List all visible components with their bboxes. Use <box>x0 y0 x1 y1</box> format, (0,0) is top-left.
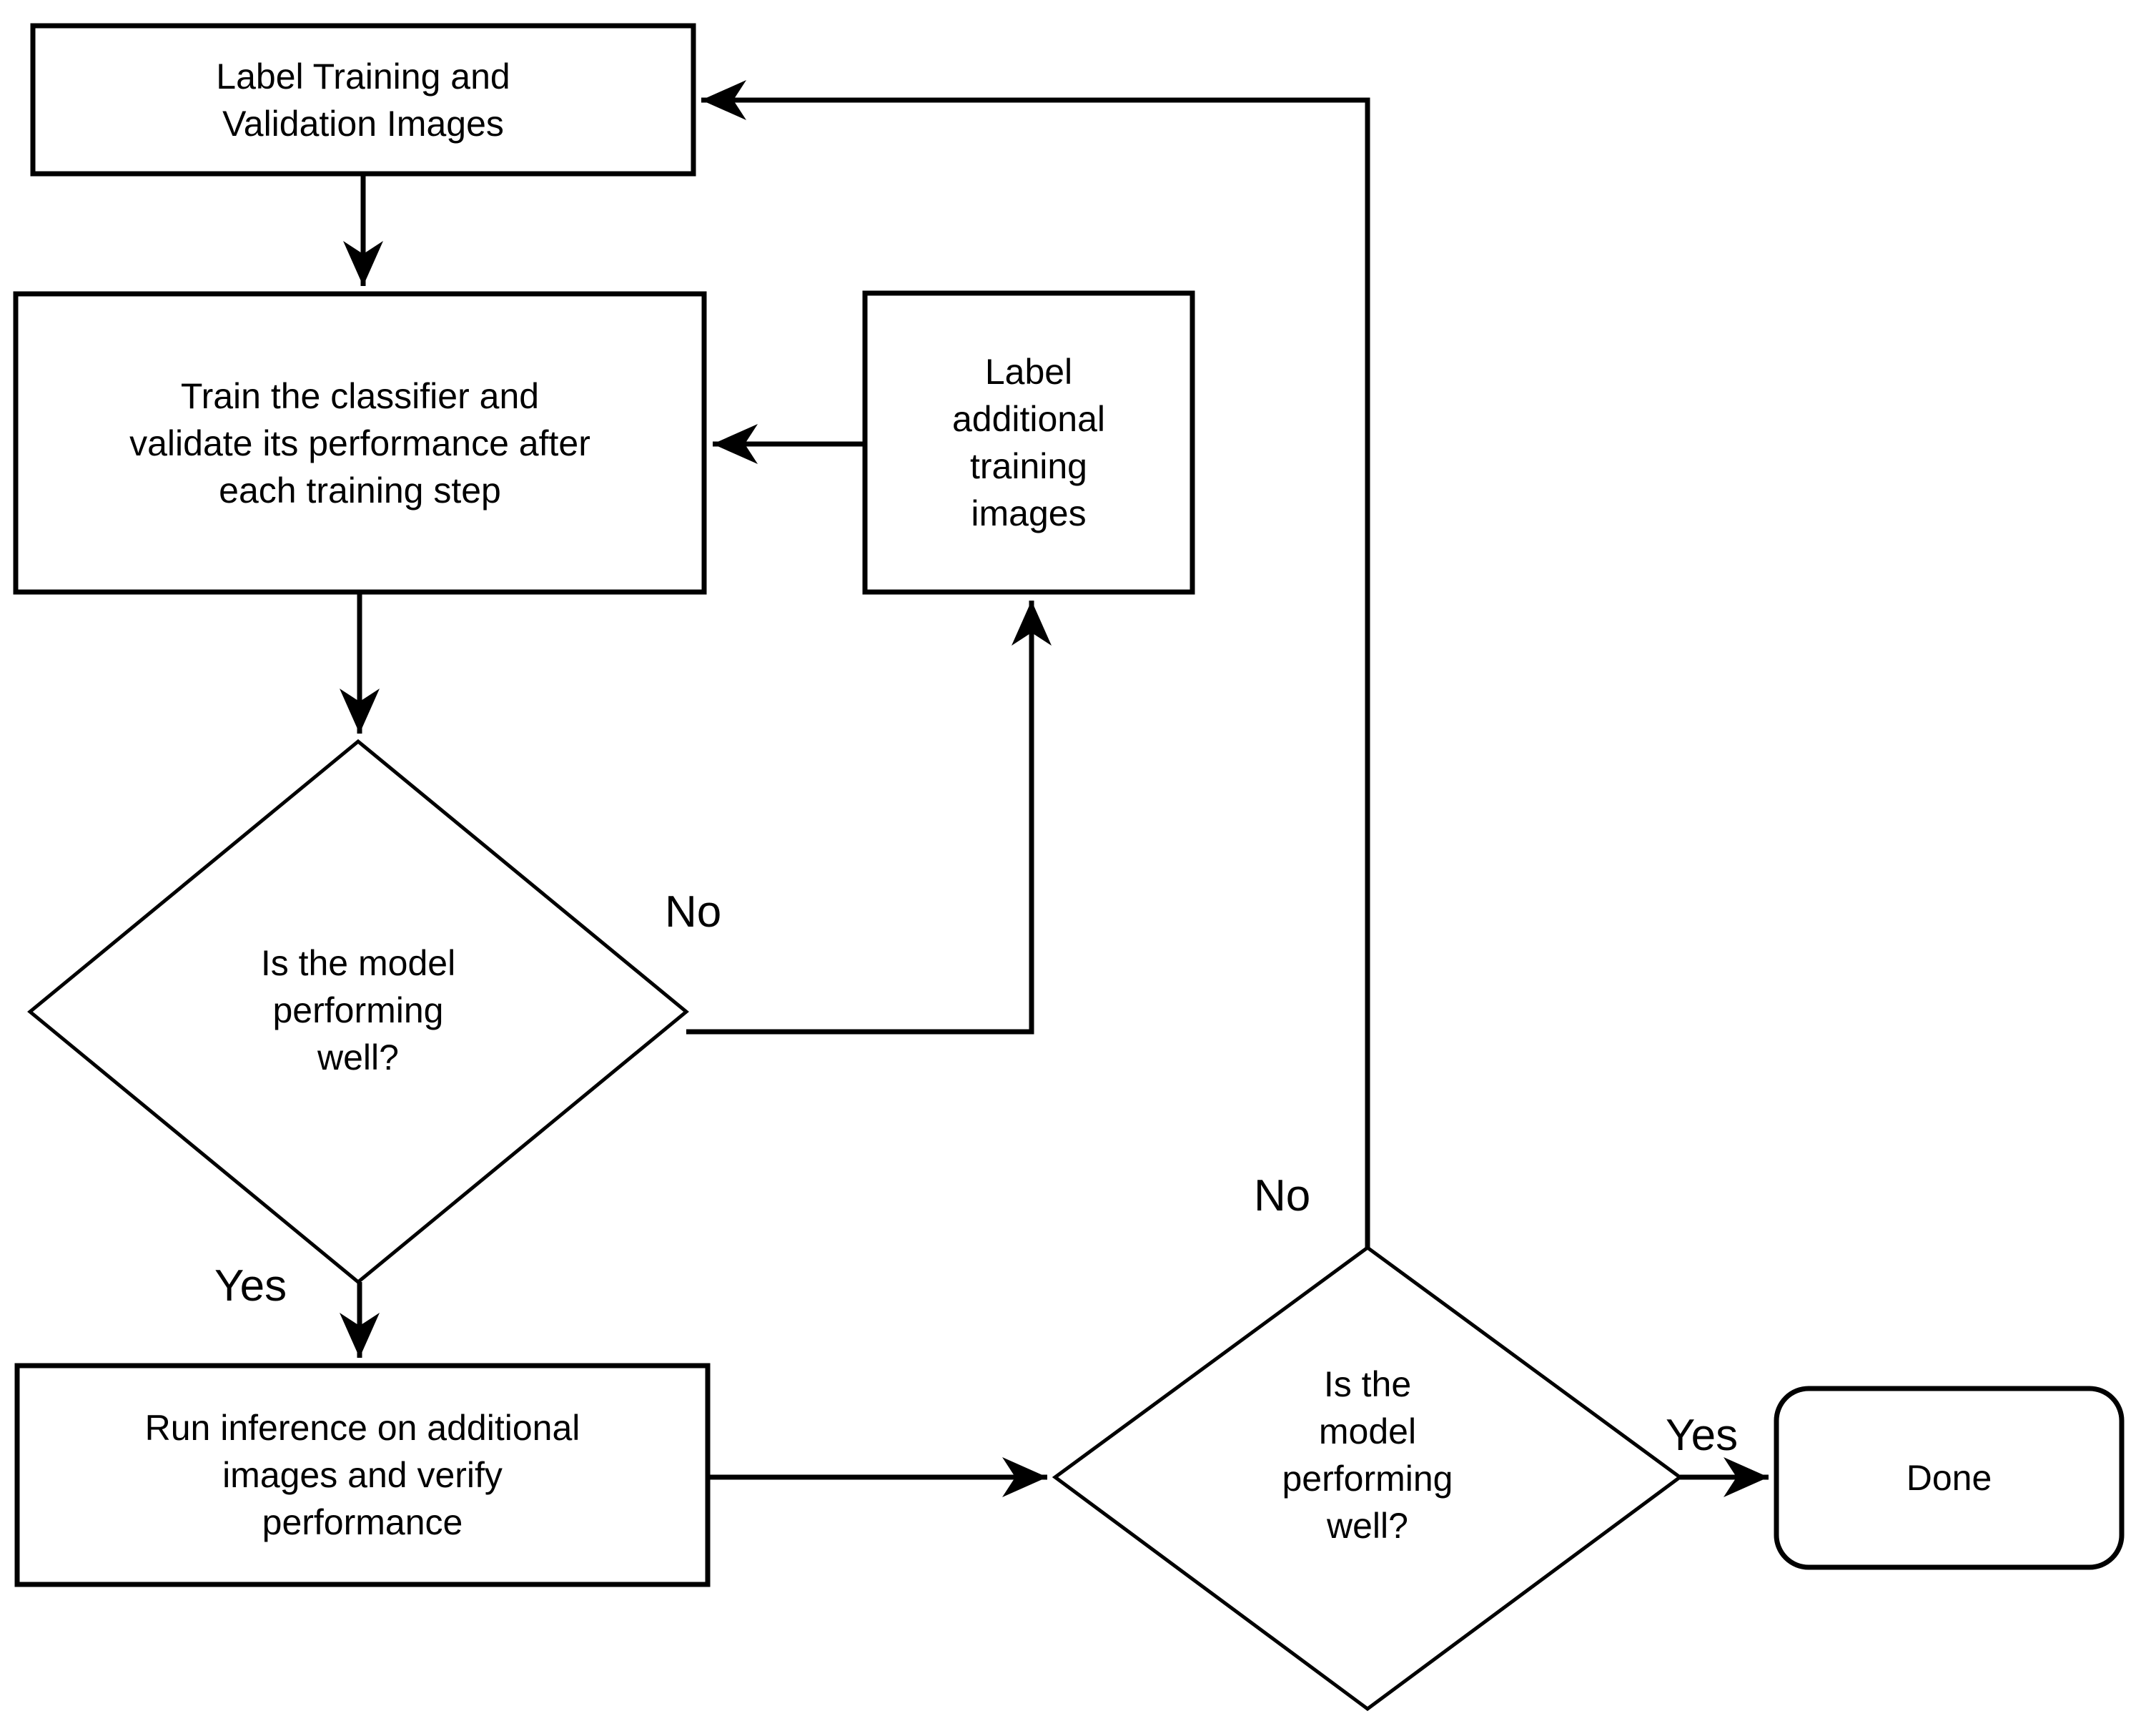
node-done-shape[interactable] <box>1774 1386 2125 1570</box>
edge-decision-two-no-to-label-images <box>701 80 1370 1248</box>
edge-label-decision-one-no: No <box>665 887 722 937</box>
edge-decision-one-no-to-label-additional <box>686 601 1052 1035</box>
node-label-additional-shape[interactable] <box>862 290 1195 595</box>
node-decision-two-shape[interactable] <box>1052 1245 1683 1712</box>
edge-label-decision-two-no: No <box>1254 1171 1311 1220</box>
node-label-images-shape[interactable] <box>30 23 696 177</box>
node-train-classifier-shape[interactable] <box>13 291 707 595</box>
edge-label-decision-one-yes: Yes <box>214 1261 287 1311</box>
node-run-inference-shape[interactable] <box>14 1363 711 1587</box>
node-decision-one-shape[interactable] <box>27 739 689 1285</box>
edge-label-decision-two-yes: Yes <box>1666 1411 1739 1460</box>
